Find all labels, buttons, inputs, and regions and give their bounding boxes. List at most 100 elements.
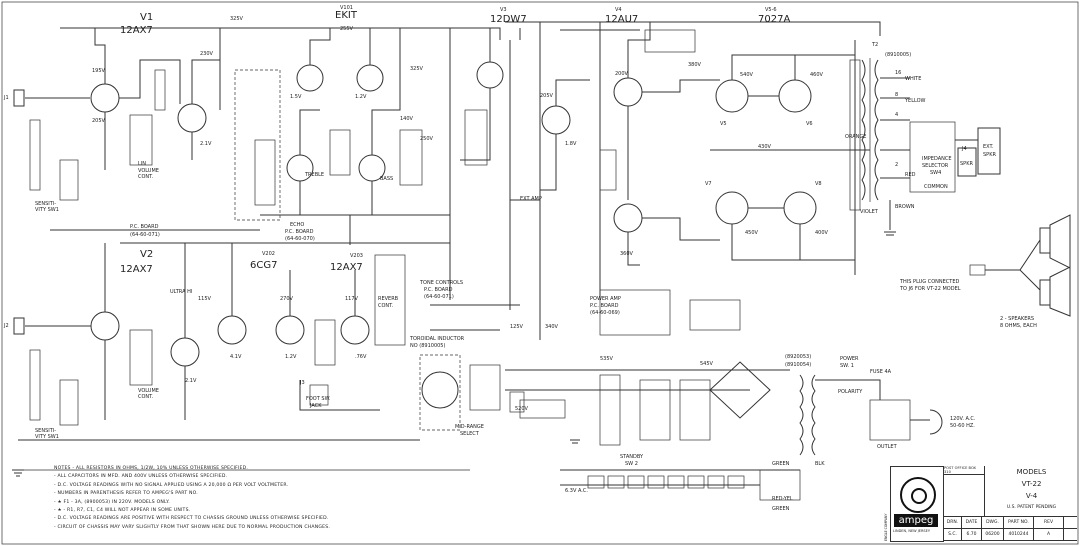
- tone-controls-label: TONE CONTROLS: [419, 280, 463, 286]
- voltage-reading: 545V: [700, 361, 714, 367]
- sensitivity-label-b: SENSITI-: [35, 428, 56, 434]
- common-label: COMMON: [924, 184, 948, 190]
- models-panel: MODELS VT-22 V-4 U.S. PATENT PENDING: [984, 466, 1078, 516]
- voltage-reading: 205V: [540, 93, 554, 99]
- grid-value: 06200: [981, 529, 1003, 541]
- b-plus-rails: [18, 21, 881, 471]
- standby-label: STANDBY: [620, 454, 644, 460]
- model-2: V-4: [1025, 492, 1038, 500]
- ext-spkr-jack: [977, 127, 1001, 175]
- v1-type: 12AX7: [120, 25, 153, 36]
- blk-label: BLK: [815, 461, 825, 467]
- ext-spkr-label: EXT.: [983, 144, 994, 150]
- voltage-reading: 230V: [200, 51, 214, 57]
- side-caption: ENGLE COMPANY: [884, 513, 888, 541]
- ohm2-label: 2: [895, 162, 898, 168]
- v101-type: EKIT: [335, 10, 358, 21]
- speaker-section: [955, 127, 1071, 317]
- voltage-reading: 140V: [400, 116, 414, 122]
- green-label-2: GREEN: [772, 506, 790, 512]
- t2-part: (8910005): [885, 52, 911, 58]
- note-line: - CIRCUIT OF CHASSIS MAY VARY SLIGHTLY F…: [54, 524, 331, 530]
- v8-label: V8: [815, 181, 822, 187]
- speaker-2: [1039, 279, 1051, 306]
- spkr-jack: [957, 147, 977, 177]
- reverb-label: REVERB: [378, 296, 399, 302]
- voltage-reading: 195V: [92, 68, 106, 74]
- ext-spkr-label-2: SPKR: [983, 152, 996, 158]
- voltage-reading: 2.1V: [200, 141, 212, 147]
- grid-value: 6.70: [961, 529, 981, 541]
- sensitivity-label: SENSITI-: [35, 201, 56, 207]
- j2-label: J2: [3, 323, 9, 329]
- v3-type: 12DW7: [490, 14, 527, 25]
- v56-type: 7027A: [758, 14, 790, 25]
- v3-label: V3: [500, 7, 507, 13]
- sensitivity-label-2: VITY SW1: [35, 207, 59, 213]
- voltage-reading: 360V: [620, 251, 634, 257]
- v1-stage: [25, 28, 281, 231]
- reverb-cont: CONT.: [378, 303, 394, 309]
- v101-label: V101: [340, 5, 353, 11]
- note-line: - ★ - R1, R7, C1, C4 WILL NOT APPEAR IN …: [54, 508, 191, 514]
- mid-range-select: SELECT: [460, 431, 480, 437]
- note-line: - ALL CAPACITORS IN MFD. AND 400V UNLESS…: [54, 474, 228, 480]
- grid-value: A: [1033, 529, 1063, 541]
- tone-no: (64-60-071): [424, 294, 454, 300]
- voltage-reading: 1.2V: [355, 94, 367, 100]
- ground-symbols: [12, 439, 580, 477]
- outlet-label: OUTLET: [877, 444, 898, 450]
- models-label: MODELS: [1016, 468, 1047, 476]
- ohm8-label: 8: [895, 92, 898, 98]
- violet-label: VIOLET: [860, 209, 879, 215]
- treble-label: TREBLE: [304, 172, 324, 178]
- echo-board-label: ECHO: [290, 222, 304, 228]
- v5-label: V5: [720, 121, 727, 127]
- voltage-reading: 325V: [230, 16, 244, 22]
- voltage-reading: 117V: [345, 296, 359, 302]
- voltage-reading: 125V: [510, 324, 524, 330]
- v4-stage: [560, 22, 720, 266]
- toroidal-label: TOROIDAL INDUCTOR: [409, 336, 465, 342]
- v2-type: 12AX7: [120, 264, 153, 275]
- v1-label: V1: [140, 12, 153, 23]
- grid-header: DATE: [961, 517, 981, 529]
- impedance-label: IMPEDANCE: [922, 156, 952, 162]
- v8-tube: [783, 191, 817, 225]
- plug-note-1: THIS PLUG CONNECTED: [899, 279, 959, 285]
- spkr-label: SPKR: [960, 161, 973, 167]
- polarity-label: POLARITY: [838, 389, 863, 395]
- voltage-reading: 255V: [340, 26, 354, 32]
- voltage-reading: 520V: [515, 406, 529, 412]
- voltage-reading: 115V: [198, 296, 212, 302]
- yellow-label: YELLOW: [904, 98, 926, 104]
- address: POST OFFICE BOX 310: [943, 466, 984, 475]
- voltage-reading: 460V: [810, 72, 824, 78]
- j3-label: J3: [299, 380, 305, 386]
- v6-label: V6: [806, 121, 813, 127]
- standby-sw: SW 2: [625, 461, 638, 467]
- voltage-reading: 340V: [545, 324, 559, 330]
- pc-board-label: P.C. BOARD: [130, 224, 159, 230]
- ac-plug: [929, 409, 943, 435]
- sensitivity-label-b2: VITY SW1: [35, 434, 59, 440]
- volume-cont: CONT.: [138, 174, 154, 180]
- bridge-rectifier: [709, 361, 771, 419]
- voltage-reading: 250V: [420, 136, 434, 142]
- voltage-reading: 325V: [410, 66, 424, 72]
- v202-label: V202: [262, 251, 275, 257]
- green-label: GREEN: [772, 461, 790, 467]
- grid-value: S.C.: [943, 529, 961, 541]
- voltage-reading: 430V: [758, 144, 772, 150]
- foot-sw-label: FOOT SW.: [306, 396, 331, 402]
- voltage-reading: .76V: [355, 354, 367, 360]
- speaker-1: [1039, 227, 1051, 254]
- channel-two: [18, 243, 420, 441]
- voltage-reading: 4.1V: [230, 354, 242, 360]
- mains-label-1: 120V. A.C.: [950, 416, 976, 422]
- v1-tube-b: [177, 103, 207, 133]
- output-transformer: [861, 58, 956, 236]
- v101-stage: [260, 28, 450, 245]
